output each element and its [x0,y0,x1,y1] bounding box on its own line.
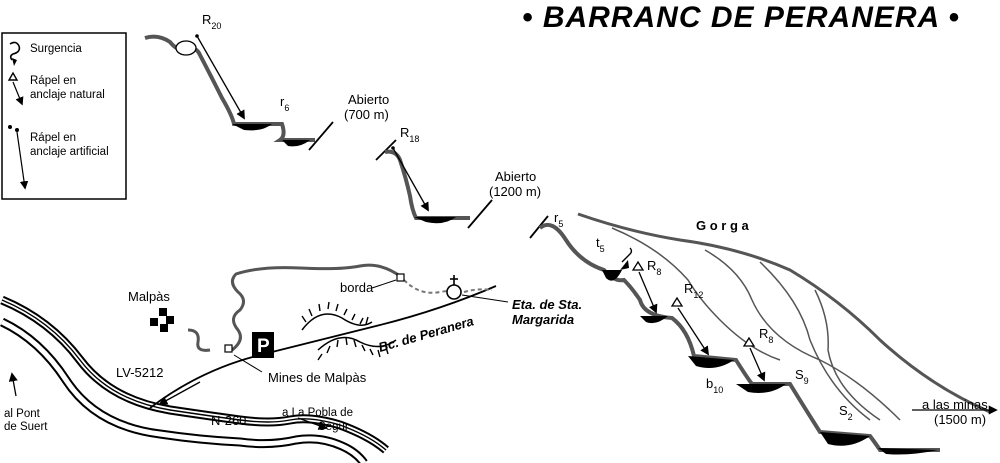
exit-label-line2: (1500 m) [934,412,986,427]
pool-basin [282,140,310,147]
mine-building-icon [224,344,233,353]
section-break [467,199,493,229]
rappel-label-r12: R12 [684,281,703,300]
pool-icon [175,40,197,56]
open-section-2-line1: Abierto [495,169,536,184]
ravine-label: Bc. de Peranera [377,313,476,355]
canyon-profile-middle [375,139,493,229]
place-label-malpas: Malpàs [128,289,170,304]
road-label-lv5212: LV-5212 [116,365,163,380]
road-n260 [0,295,389,463]
natural-anchor-icon [670,296,684,307]
spring-icon [9,41,21,66]
rappel-arrow [677,307,709,356]
direction-arrow [297,417,328,430]
pool-basin [736,384,786,393]
legend-natural-line2: anclaje natural [30,89,105,101]
access-track [231,263,401,352]
road-label-n260: N-260 [211,413,246,428]
rappel-arrow [638,271,658,314]
natural-anchor-rappel-icon [7,71,24,106]
legend-natural-line1: Rápel en [30,75,76,87]
legend-artificial-line1: Rápel en [30,132,76,144]
artificial-anchor-rappel-icon [8,125,29,190]
spring-icon [620,247,633,270]
place-label-chapel-line1: Eta. de Sta. [512,297,582,312]
rappel-arrow [392,147,429,212]
pool-basin [640,316,668,324]
pool-basin [414,217,456,224]
gorge-label: G o r g a [696,218,750,233]
rappel-label-r5: r5 [554,210,563,229]
map-title: • BARRANC DE PERANERA • [522,1,960,34]
rappel-label-r8a: R8 [647,258,661,277]
rappel-label-r8b: R8 [759,326,773,345]
parking-label: P [257,336,270,357]
pool-basin [602,270,622,281]
chapel-icon [446,275,462,300]
rappel-label-t5: t5 [596,235,605,254]
borda-hut-icon [396,273,405,282]
rappel-label-s9: S9 [795,367,809,386]
rappel-label-r20: R20 [202,12,221,31]
rappel-label-r6: r6 [280,94,289,113]
open-section-1-line2: (700 m) [344,107,389,122]
legend-frame [1,32,127,200]
ravine-hatching [301,301,397,361]
footpath [463,288,493,293]
pool-basin [820,432,870,446]
road-lv5212 [149,285,497,409]
road-dest-pobla-line2: Segur [318,421,349,433]
canyon-profile-upper [144,34,334,151]
malpas-village-icon [150,308,174,332]
legend-spring-label: Surgencia [30,43,82,55]
rappel-arrow [749,347,766,382]
rappel-label-b10: b10 [706,376,723,395]
pool-basin [878,448,938,455]
road-dest-pont-line1: al Pont [4,408,41,420]
natural-anchor-icon [742,336,756,347]
canyon-profile-gorge [529,212,991,455]
rappel-label-s2: S2 [839,403,853,422]
legend: Surgencia Rápel en anclaje natural Rápel… [1,32,127,200]
natural-anchor-icon [631,260,645,271]
section-break [308,121,334,151]
parking-icon [252,332,274,358]
pool-basin [232,124,272,131]
access-track [187,328,211,352]
rappel-label-r18: R18 [400,125,419,144]
rappel-arrow [196,35,245,120]
direction-arrow [8,372,18,397]
place-label-borda: borda [340,280,374,295]
open-section-2-line2: (1200 m) [489,184,541,199]
open-section-1-line1: Abierto [348,92,389,107]
pool-basin [688,356,734,368]
exit-label-line1: a las minas [922,397,988,412]
place-label-mines: Mines de Malpàs [268,370,367,385]
road-dest-pobla-line1: a La Pobla de [282,407,353,419]
road-dest-pont-line2: de Suert [4,421,48,433]
place-label-chapel-line2: Margarida [512,312,574,327]
legend-artificial-line2: anclaje artificial [30,146,109,158]
